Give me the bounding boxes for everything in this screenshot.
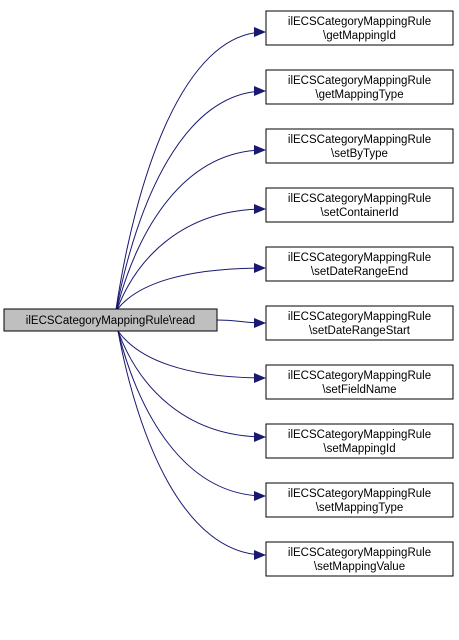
callee-node-class-label: ilECSCategoryMappingRule — [288, 488, 431, 500]
call-edge — [116, 145, 266, 310]
callee-node-method-label: \getMappingId — [323, 30, 396, 42]
callee-node-class-label: ilECSCategoryMappingRule — [288, 370, 431, 382]
callee-node-box — [265, 187, 454, 223]
call-edge — [115, 86, 266, 310]
callee-node-method-label: \setMappingValue — [314, 561, 405, 573]
call-edge — [116, 204, 266, 310]
callee-node-method-label: \setDateRangeEnd — [311, 266, 408, 278]
call-edge — [115, 27, 266, 310]
callee-node[interactable]: ilECSCategoryMappingRule \setDateRangeEnd — [265, 246, 454, 282]
callee-node[interactable]: ilECSCategoryMappingRule \setFieldName — [265, 364, 454, 400]
callee-node[interactable]: ilECSCategoryMappingRule \setDateRangeSta… — [265, 305, 454, 341]
callee-node-box — [265, 69, 454, 105]
edges-layer — [115, 27, 266, 560]
root-node-box — [3, 308, 218, 332]
callee-node-class-label: ilECSCategoryMappingRule — [288, 134, 431, 146]
callee-node-method-label: \getMappingType — [315, 89, 403, 101]
callee-node-box — [265, 482, 454, 518]
callee-node-class-label: ilECSCategoryMappingRule — [288, 311, 431, 323]
callee-node-method-label: \setFieldName — [322, 384, 396, 396]
call-edge — [117, 330, 266, 442]
call-edge — [216, 317, 266, 328]
call-edge — [117, 263, 266, 310]
callee-node-class-label: ilECSCategoryMappingRule — [288, 547, 431, 559]
callee-node-class-label: ilECSCategoryMappingRule — [288, 252, 431, 264]
callee-node[interactable]: ilECSCategoryMappingRule \getMappingId — [265, 10, 454, 46]
callee-node-method-label: \setDateRangeStart — [309, 325, 411, 337]
callee-node-class-label: ilECSCategoryMappingRule — [288, 75, 431, 87]
callee-node[interactable]: ilECSCategoryMappingRule \setMappingId — [265, 423, 454, 459]
callee-node-class-label: ilECSCategoryMappingRule — [288, 193, 431, 205]
callee-node-method-label: \setMappingId — [323, 443, 395, 455]
callee-node-class-label: ilECSCategoryMappingRule — [288, 16, 431, 28]
callee-node[interactable]: ilECSCategoryMappingRule \setContainerId — [265, 187, 454, 223]
nodes-layer: ilECSCategoryMappingRule\read ilECSCateg… — [3, 10, 454, 577]
callee-node-box — [265, 128, 454, 164]
callee-node[interactable]: ilECSCategoryMappingRule \getMappingType — [265, 69, 454, 105]
call-edge — [117, 330, 266, 383]
callee-node-method-label: \setContainerId — [321, 207, 399, 219]
callee-node-class-label: ilECSCategoryMappingRule — [288, 429, 431, 441]
root-node[interactable]: ilECSCategoryMappingRule\read — [3, 308, 218, 332]
callee-node-box — [265, 541, 454, 577]
callee-node-method-label: \setMappingType — [316, 502, 404, 514]
call-edge — [117, 330, 266, 501]
callee-node[interactable]: ilECSCategoryMappingRule \setMappingValue — [265, 541, 454, 577]
callee-node-box — [265, 246, 454, 282]
callee-node-method-label: \setByType — [331, 148, 388, 160]
callee-node-box — [265, 10, 454, 46]
callee-node-box — [265, 364, 454, 400]
root-node-label: ilECSCategoryMappingRule\read — [26, 315, 195, 327]
callee-node-box — [265, 305, 454, 341]
callee-node[interactable]: ilECSCategoryMappingRule \setMappingType — [265, 482, 454, 518]
callee-node[interactable]: ilECSCategoryMappingRule \setByType — [265, 128, 454, 164]
callee-node-box — [265, 423, 454, 459]
call-edge — [117, 330, 266, 560]
